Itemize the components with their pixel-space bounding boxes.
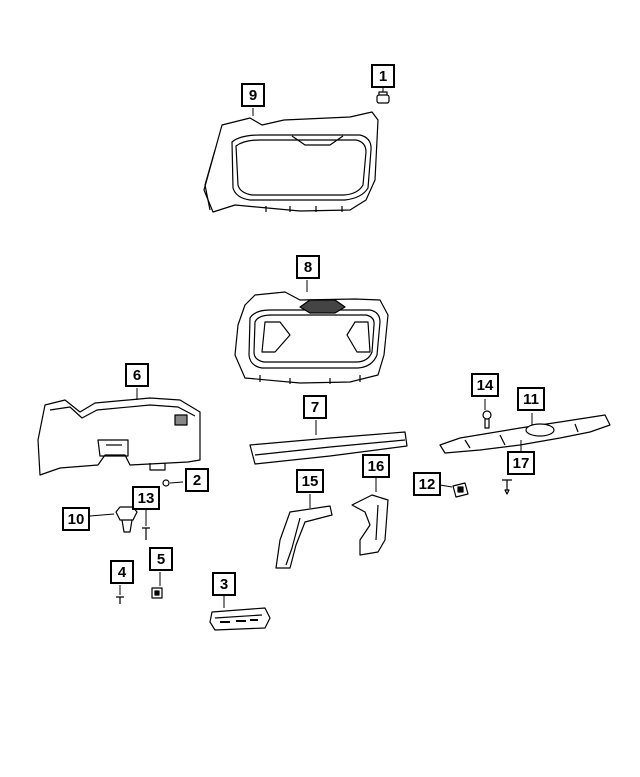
callout-3: 3: [212, 572, 236, 596]
callout-13: 13: [132, 486, 160, 510]
callout-6: 6: [125, 363, 149, 387]
callout-2: 2: [185, 468, 209, 492]
part-14-clip: [482, 410, 492, 429]
part-6-knee-panel: [37, 397, 201, 476]
callout-5: 5: [149, 547, 173, 571]
callout-9: 9: [241, 83, 265, 107]
callout-16: 16: [362, 454, 390, 478]
part-10-grommet: [115, 506, 138, 533]
part-13-screw: [142, 527, 150, 540]
callout-8: 8: [296, 255, 320, 279]
leader-lines: [89, 108, 533, 608]
callout-12: 12: [413, 472, 441, 496]
part-3-module: [209, 607, 271, 631]
part-17-fastener: [502, 479, 512, 495]
part-9-upper-bezel: [203, 111, 379, 213]
callout-7: 7: [303, 395, 327, 419]
part-16-right-trim: [351, 494, 389, 556]
callout-4: 4: [110, 560, 134, 584]
callout-11: 11: [517, 387, 545, 411]
callout-1: 1: [371, 64, 395, 88]
callout-14: 14: [471, 373, 499, 397]
part-4-screw: [116, 596, 124, 604]
part-2-fastener: [162, 479, 170, 487]
callout-10: 10: [62, 507, 90, 531]
part-1-clip: [376, 91, 390, 104]
part-8-lower-bezel: [234, 291, 389, 384]
part-11-bracket: [439, 414, 611, 454]
callout-17: 17: [507, 451, 535, 475]
part-15-left-trim: [275, 505, 333, 569]
callout-15: 15: [296, 469, 324, 493]
part-5-clip: [151, 587, 163, 599]
part-12-clip: [452, 482, 469, 498]
part-7-trim-strip: [249, 431, 408, 465]
